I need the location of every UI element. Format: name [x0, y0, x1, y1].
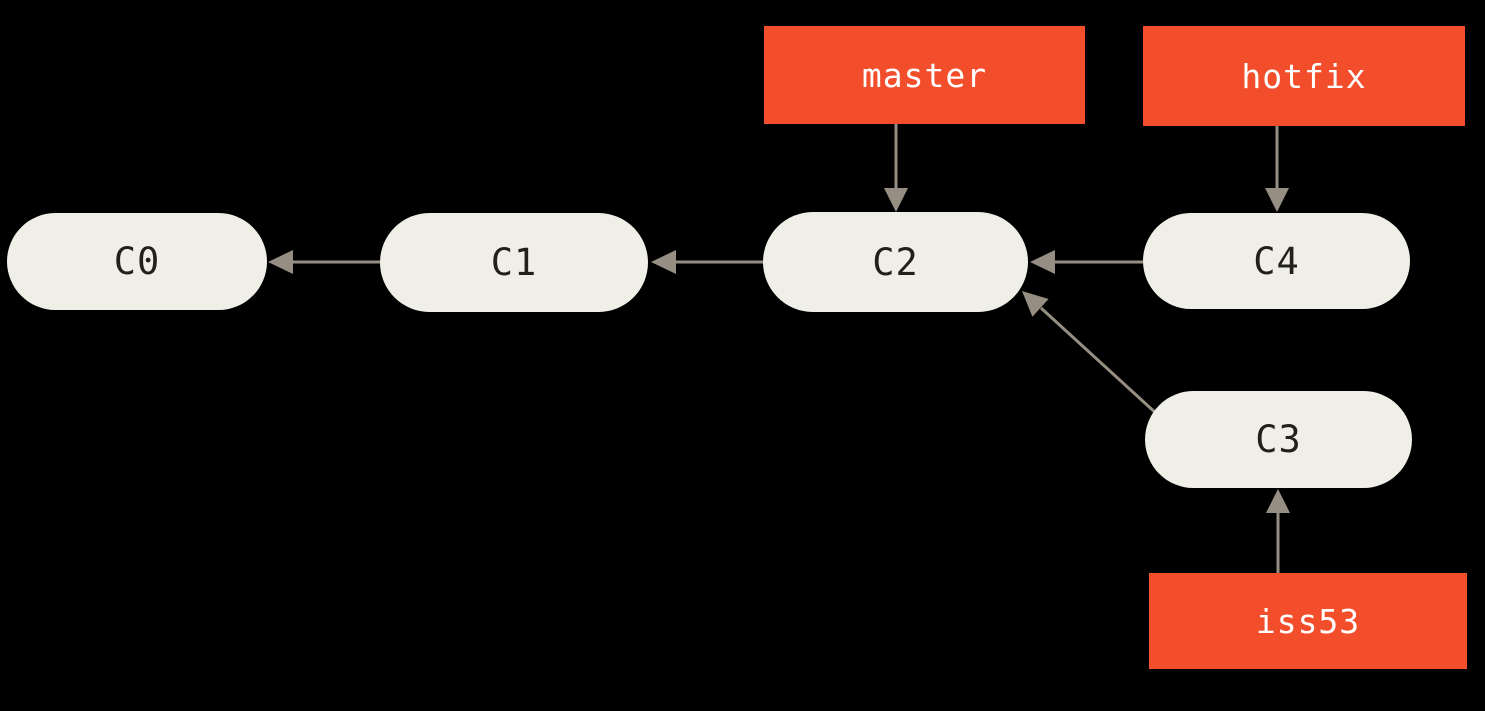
- arrow-master-to-c2-icon: [884, 120, 908, 212]
- branch-label-hotfix-text: hotfix: [1241, 56, 1367, 96]
- branch-label-master: master: [764, 26, 1085, 124]
- commit-node-c3-label: C3: [1255, 418, 1302, 461]
- branch-label-master-text: master: [861, 55, 988, 95]
- arrow-c4-to-c2-icon: [1030, 250, 1143, 274]
- branch-label-iss53: iss53: [1149, 573, 1467, 669]
- arrow-c1-to-c0-icon: [268, 250, 380, 274]
- branch-label-hotfix: hotfix: [1143, 26, 1465, 126]
- commit-node-c4: C4: [1143, 213, 1410, 309]
- commit-node-c1: C1: [380, 213, 648, 312]
- arrow-hotfix-to-c4-icon: [1265, 122, 1289, 212]
- commit-node-c4-label: C4: [1253, 239, 1300, 283]
- commit-node-c3: C3: [1145, 391, 1412, 488]
- branch-label-iss53-text: iss53: [1255, 601, 1361, 641]
- commit-node-c2: C2: [763, 212, 1028, 312]
- arrow-iss53-to-c3-icon: [1266, 489, 1290, 578]
- arrow-c3-to-c2-icon: [1022, 291, 1160, 417]
- commit-node-c0-label: C0: [113, 240, 161, 283]
- arrow-c2-to-c1-icon: [651, 250, 763, 274]
- commit-node-c2-label: C2: [872, 240, 919, 284]
- commit-node-c1-label: C1: [490, 241, 538, 284]
- commit-node-c0: C0: [7, 213, 267, 310]
